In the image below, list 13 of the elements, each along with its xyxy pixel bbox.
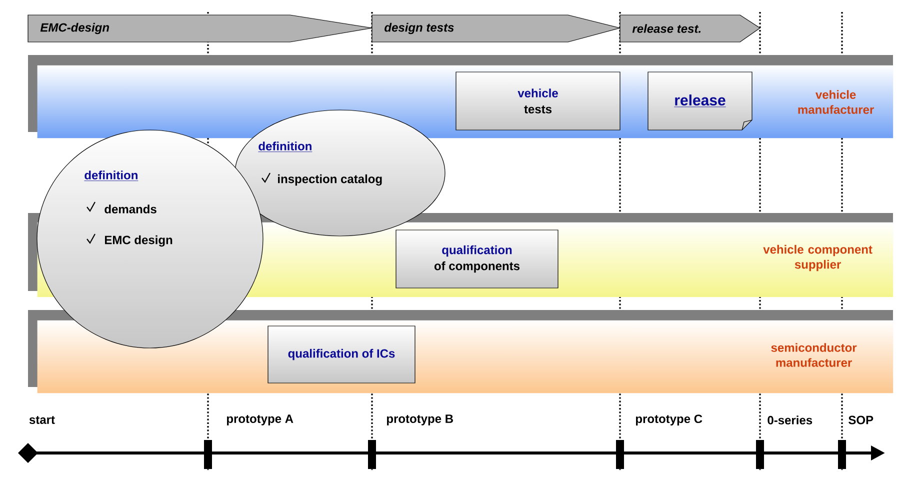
- milestone-label: prototype B: [387, 414, 453, 426]
- milestone-label: SOP: [848, 416, 874, 424]
- milestone-label: prototype A: [226, 414, 294, 426]
- milestone-label: 0-series: [768, 416, 812, 424]
- phase-banner: EMC-design: [28, 14, 374, 42]
- milestone-label: start: [29, 416, 55, 424]
- phase-banner: design tests: [372, 14, 622, 42]
- process-box: qualification of components: [396, 230, 558, 288]
- milestone-label: prototype C: [636, 414, 702, 426]
- note-box: release: [648, 72, 752, 130]
- process-box: qualification of ICs: [268, 326, 416, 384]
- process-box: vehicle tests: [456, 72, 620, 130]
- phase-banner: release test.: [620, 14, 761, 42]
